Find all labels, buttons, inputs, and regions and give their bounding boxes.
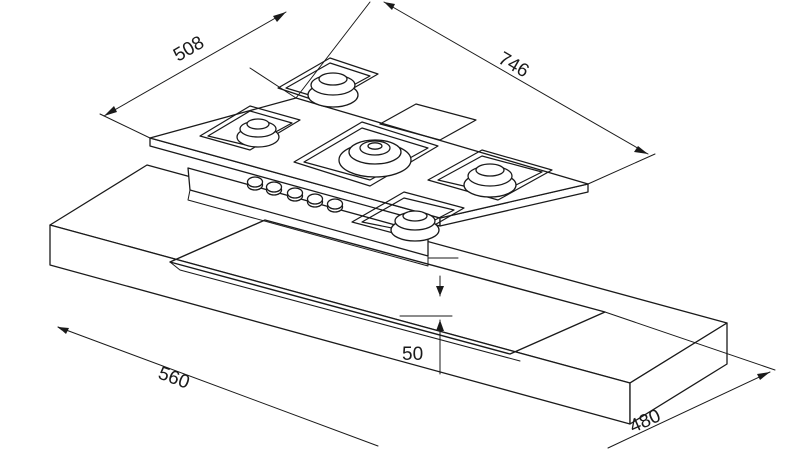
pan-supports (199, 57, 553, 239)
hob-depth-label: 508 (170, 32, 208, 66)
burner-left (236, 118, 280, 148)
knob[interactable] (326, 198, 344, 213)
burner-center-wok (338, 139, 412, 178)
cutout-height-label: 50 (402, 344, 423, 365)
knob[interactable] (286, 187, 304, 202)
burners (236, 72, 517, 242)
dimension-hob-depth: 508 (99, 11, 297, 139)
gas-hob (149, 57, 589, 267)
burner-back-left (307, 72, 359, 108)
dimension-cutout-height: 50 (399, 257, 459, 375)
knob[interactable] (306, 193, 324, 208)
burner-right (463, 163, 517, 198)
dimension-cutout-width: 560 (57, 326, 379, 447)
knob[interactable] (246, 176, 264, 191)
knob[interactable] (265, 181, 283, 196)
hob-width-label: 746 (495, 48, 533, 82)
control-knobs (246, 176, 344, 213)
burner-front (390, 210, 440, 242)
cutout-width-label: 560 (155, 363, 192, 394)
